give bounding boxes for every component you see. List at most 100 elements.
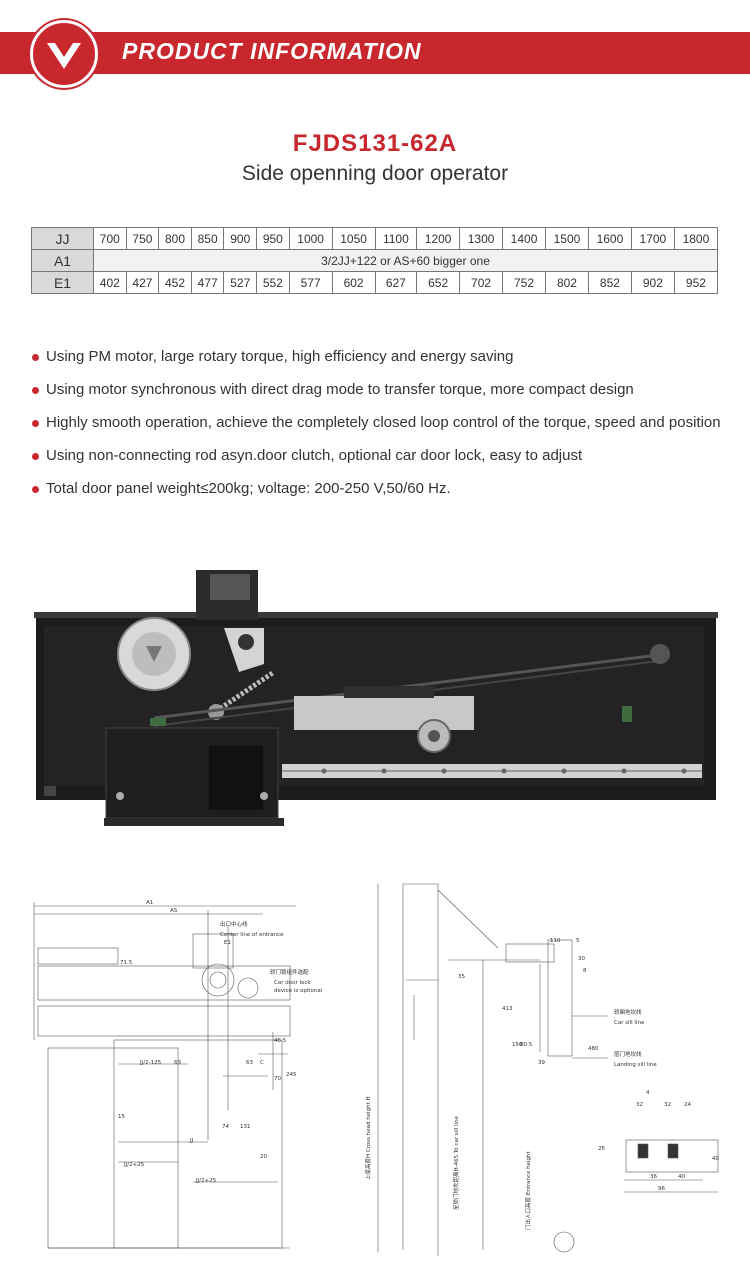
label-131: 131 [240, 1124, 251, 1130]
label-30: 30 [578, 956, 585, 962]
label-4: 4 [646, 1090, 650, 1096]
spec-cell: 700 [93, 227, 127, 250]
spec-cell: 1700 [630, 227, 675, 250]
product-model: FJDS131-62A [292, 130, 458, 157]
label-lock-en1: Car door lock [274, 980, 311, 986]
label-e1: E1 [224, 940, 231, 946]
feature-list: Using PM motor, large rotary torque, hig… [32, 340, 722, 505]
spec-cell: 602 [331, 271, 376, 294]
label-70: 70 [274, 1076, 281, 1082]
header-banner [0, 32, 750, 74]
label-8: 8 [583, 968, 587, 974]
spec-cell: 402 [93, 271, 127, 294]
label-96: 96 [658, 1186, 665, 1192]
label-jj2-125: JJ/2-125 [139, 1060, 162, 1066]
label-as: AS [170, 908, 178, 914]
spec-cell: 1600 [587, 227, 632, 250]
spec-span-cell: 3/2JJ+122 or AS+60 bigger one [93, 249, 718, 272]
label-jj2-25a: JJ/2+25 [123, 1162, 145, 1168]
feature-item: Highly smooth operation, achieve the com… [32, 406, 722, 439]
label-entrance-height: 门出入口高度 Entrance height [524, 1150, 532, 1230]
label-110: 110 [550, 938, 561, 944]
label-lock-cn: 轿门锁组件选配 [270, 968, 309, 976]
label-car-sill-en: Car sill line [614, 1020, 645, 1026]
technical-drawing: A1 AS 出口中心线 Center line of entrance E1 轿… [33, 883, 719, 1256]
brand-logo [30, 20, 98, 88]
label-to-car-sill: 至轿门地坎距离H-465 To car sill line [452, 1115, 460, 1210]
label-20: 20 [260, 1154, 267, 1160]
spec-cell: 477 [190, 271, 225, 294]
door-operator-photo [34, 570, 718, 826]
spec-row-label: JJ [31, 227, 94, 250]
spec-cell: 652 [416, 271, 461, 294]
label-35: 35 [458, 974, 465, 980]
spec-row-label: E1 [31, 271, 94, 294]
spec-cell: 1050 [331, 227, 376, 250]
spec-cell: 800 [158, 227, 192, 250]
spec-cell: 427 [125, 271, 160, 294]
spec-cell: 1200 [416, 227, 461, 250]
label-cross-head: 上梁高度H Cross head height H [364, 1096, 372, 1180]
label-80-5: 80.5 [520, 1042, 533, 1048]
spec-cell: 1800 [673, 227, 719, 250]
spec-cell: 1300 [459, 227, 504, 250]
feature-item: Using non-connecting rod asyn.door clutc… [32, 439, 722, 472]
spec-cell: 627 [374, 271, 418, 294]
spec-cell: 1400 [502, 227, 546, 250]
logo-chevron-icon [47, 43, 81, 69]
label-63a: 63 [174, 1060, 181, 1066]
label-32a: 32 [636, 1102, 643, 1108]
label-150: 150 [512, 1042, 523, 1048]
feature-item: Using PM motor, large rotary torque, hig… [32, 340, 722, 373]
label-245: 245 [286, 1072, 297, 1078]
feature-item: Using motor synchronous with direct drag… [32, 373, 722, 406]
spec-cell: 802 [545, 271, 589, 294]
label-a1: A1 [146, 900, 153, 906]
spec-cell: 850 [190, 227, 225, 250]
label-landing-sill-cn: 层门地坎线 [614, 1050, 642, 1058]
label-c: C [260, 1060, 264, 1066]
label-landing-sill-en: Landing sill line [614, 1062, 657, 1068]
spec-cell: 752 [502, 271, 546, 294]
label-jj: JJ [189, 1138, 194, 1144]
feature-item: Total door panel weight≤200kg; voltage: … [32, 472, 722, 505]
spec-cell: 902 [630, 271, 675, 294]
spec-cell: 1000 [288, 227, 333, 250]
label-46-5: 46.5 [274, 1038, 287, 1044]
label-40a: 40 [678, 1174, 685, 1180]
spec-cell: 577 [288, 271, 333, 294]
label-15: 15 [118, 1114, 125, 1120]
spec-cell: 950 [256, 227, 290, 250]
spec-cell: 1100 [374, 227, 418, 250]
label-63b: 63 [246, 1060, 253, 1066]
label-40b: 40 [712, 1156, 719, 1162]
product-subtitle: Side openning door operator [241, 162, 509, 185]
label-car-sill-cn: 轿厢地坎线 [614, 1008, 642, 1016]
spec-cell: 552 [256, 271, 290, 294]
label-39: 39 [538, 1060, 545, 1066]
label-25: 25 [598, 1146, 605, 1152]
spec-cell: 852 [587, 271, 632, 294]
label-lock-en2: device is optional [274, 988, 323, 994]
spec-row-label: A1 [31, 249, 94, 272]
label-24: 24 [684, 1102, 691, 1108]
label-entrance-cn: 出口中心线 [220, 920, 248, 928]
label-jj2-25b: JJ/2+25 [195, 1178, 217, 1184]
label-32b: 32 [664, 1102, 671, 1108]
label-71-5: 71.5 [120, 960, 133, 966]
label-entrance-en: Center line of entrance [220, 932, 284, 938]
spec-cell: 452 [158, 271, 192, 294]
label-413: 413 [502, 1006, 513, 1012]
banner-title: PRODUCT INFORMATION [122, 38, 422, 64]
spec-cell: 900 [223, 227, 258, 250]
label-74: 74 [222, 1124, 229, 1130]
spec-cell: 527 [223, 271, 258, 294]
label-480: 480 [588, 1046, 599, 1052]
spec-cell: 952 [673, 271, 719, 294]
label-36: 36 [650, 1174, 657, 1180]
spec-cell: 750 [125, 227, 160, 250]
